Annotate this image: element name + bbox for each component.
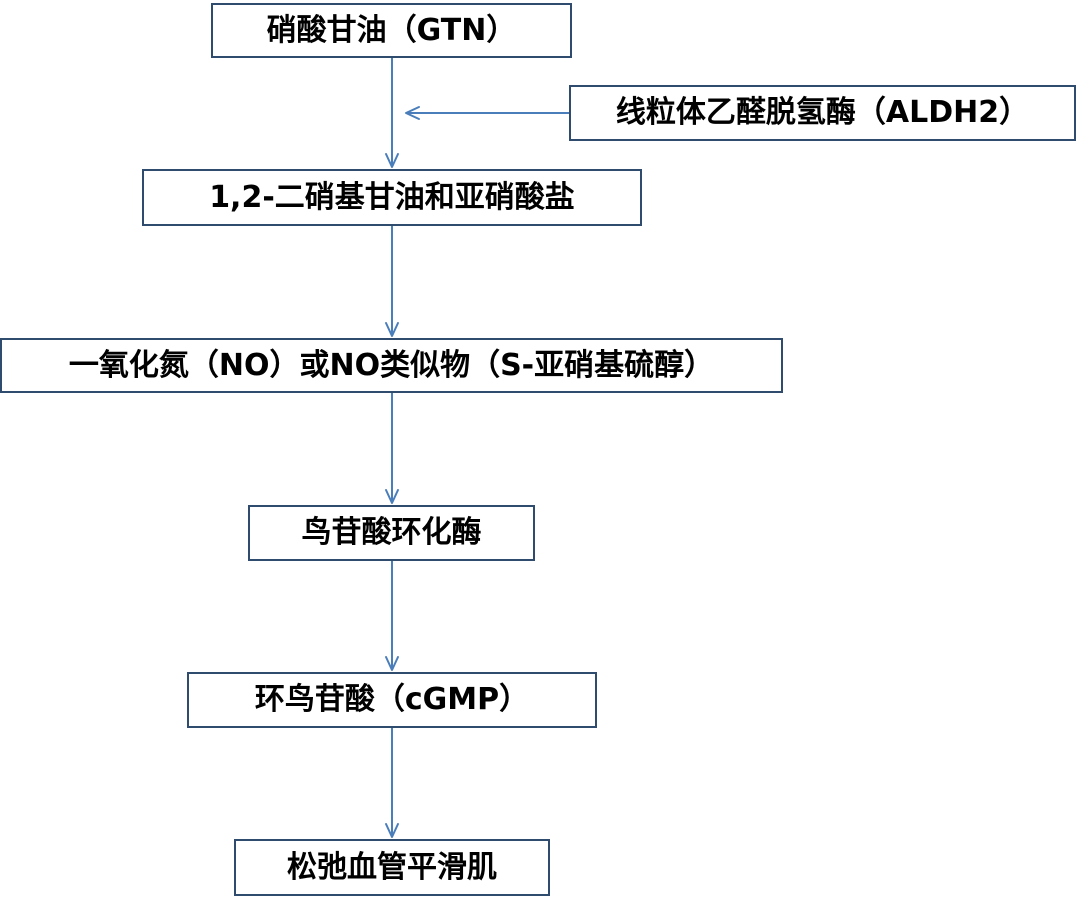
node-nitric-oxide-label: 一氧化氮（NO）或NO类似物（S-亚硝基硫醇） [68,347,715,383]
node-gtn-label: 硝酸甘油（GTN） [266,12,517,48]
node-nitric-oxide: 一氧化氮（NO）或NO类似物（S-亚硝基硫醇） [0,338,783,393]
arrowhead-gc-to-cgmp [385,656,399,671]
arrowhead-gtn-to-dinitrate [385,153,399,168]
node-gtn: 硝酸甘油（GTN） [211,3,572,58]
node-smooth-muscle-relaxation-label: 松弛血管平滑肌 [287,849,497,885]
node-smooth-muscle-relaxation: 松弛血管平滑肌 [234,839,550,896]
node-dinitrate: 1,2-二硝基甘油和亚硝酸盐 [142,169,642,226]
node-aldh2-label: 线粒体乙醛脱氢酶（ALDH2） [615,95,1030,130]
node-cgmp: 环鸟苷酸（cGMP） [187,672,597,728]
node-aldh2: 线粒体乙醛脱氢酶（ALDH2） [569,85,1076,141]
node-dinitrate-label: 1,2-二硝基甘油和亚硝酸盐 [209,179,575,215]
node-cgmp-label: 环鸟苷酸（cGMP） [254,682,530,717]
node-guanylate-cyclase: 鸟苷酸环化酶 [248,505,535,561]
arrowhead-cgmp-to-relax [385,823,399,838]
arrowhead-dinitrate-to-no [385,322,399,337]
arrowhead-no-to-gc [385,489,399,504]
arrowhead-aldh2-to-flow [405,106,420,120]
node-guanylate-cyclase-label: 鸟苷酸环化酶 [301,515,482,550]
